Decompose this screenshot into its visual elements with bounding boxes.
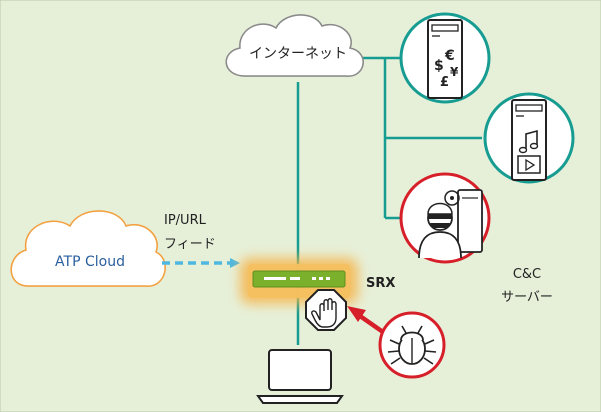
svg-text:$: $ xyxy=(434,58,444,74)
svg-text:£: £ xyxy=(440,75,449,90)
atp-cloud-icon xyxy=(10,210,166,287)
cnc-label: C&C xyxy=(512,267,542,282)
internet-label: インターネット xyxy=(249,46,347,62)
server-currency-icon: € $ ¥ £ xyxy=(399,12,491,104)
atp-cloud-label: ATP Cloud xyxy=(55,254,125,270)
server-media-icon xyxy=(483,92,575,184)
feed-label: フィード xyxy=(164,237,216,252)
internet-cloud-icon xyxy=(225,14,364,77)
attack-arrow xyxy=(347,306,385,334)
hacker-server-icon xyxy=(399,172,491,264)
srx-label: SRX xyxy=(366,276,396,291)
cnc-server-label: サーバー xyxy=(501,290,553,305)
laptop-icon xyxy=(256,349,344,404)
ip-url-label: IP/URL xyxy=(164,213,206,228)
stop-hand-icon xyxy=(305,289,347,331)
svg-text:€: € xyxy=(444,48,455,64)
svg-text:¥: ¥ xyxy=(450,65,459,79)
malware-bug-icon xyxy=(378,311,446,379)
